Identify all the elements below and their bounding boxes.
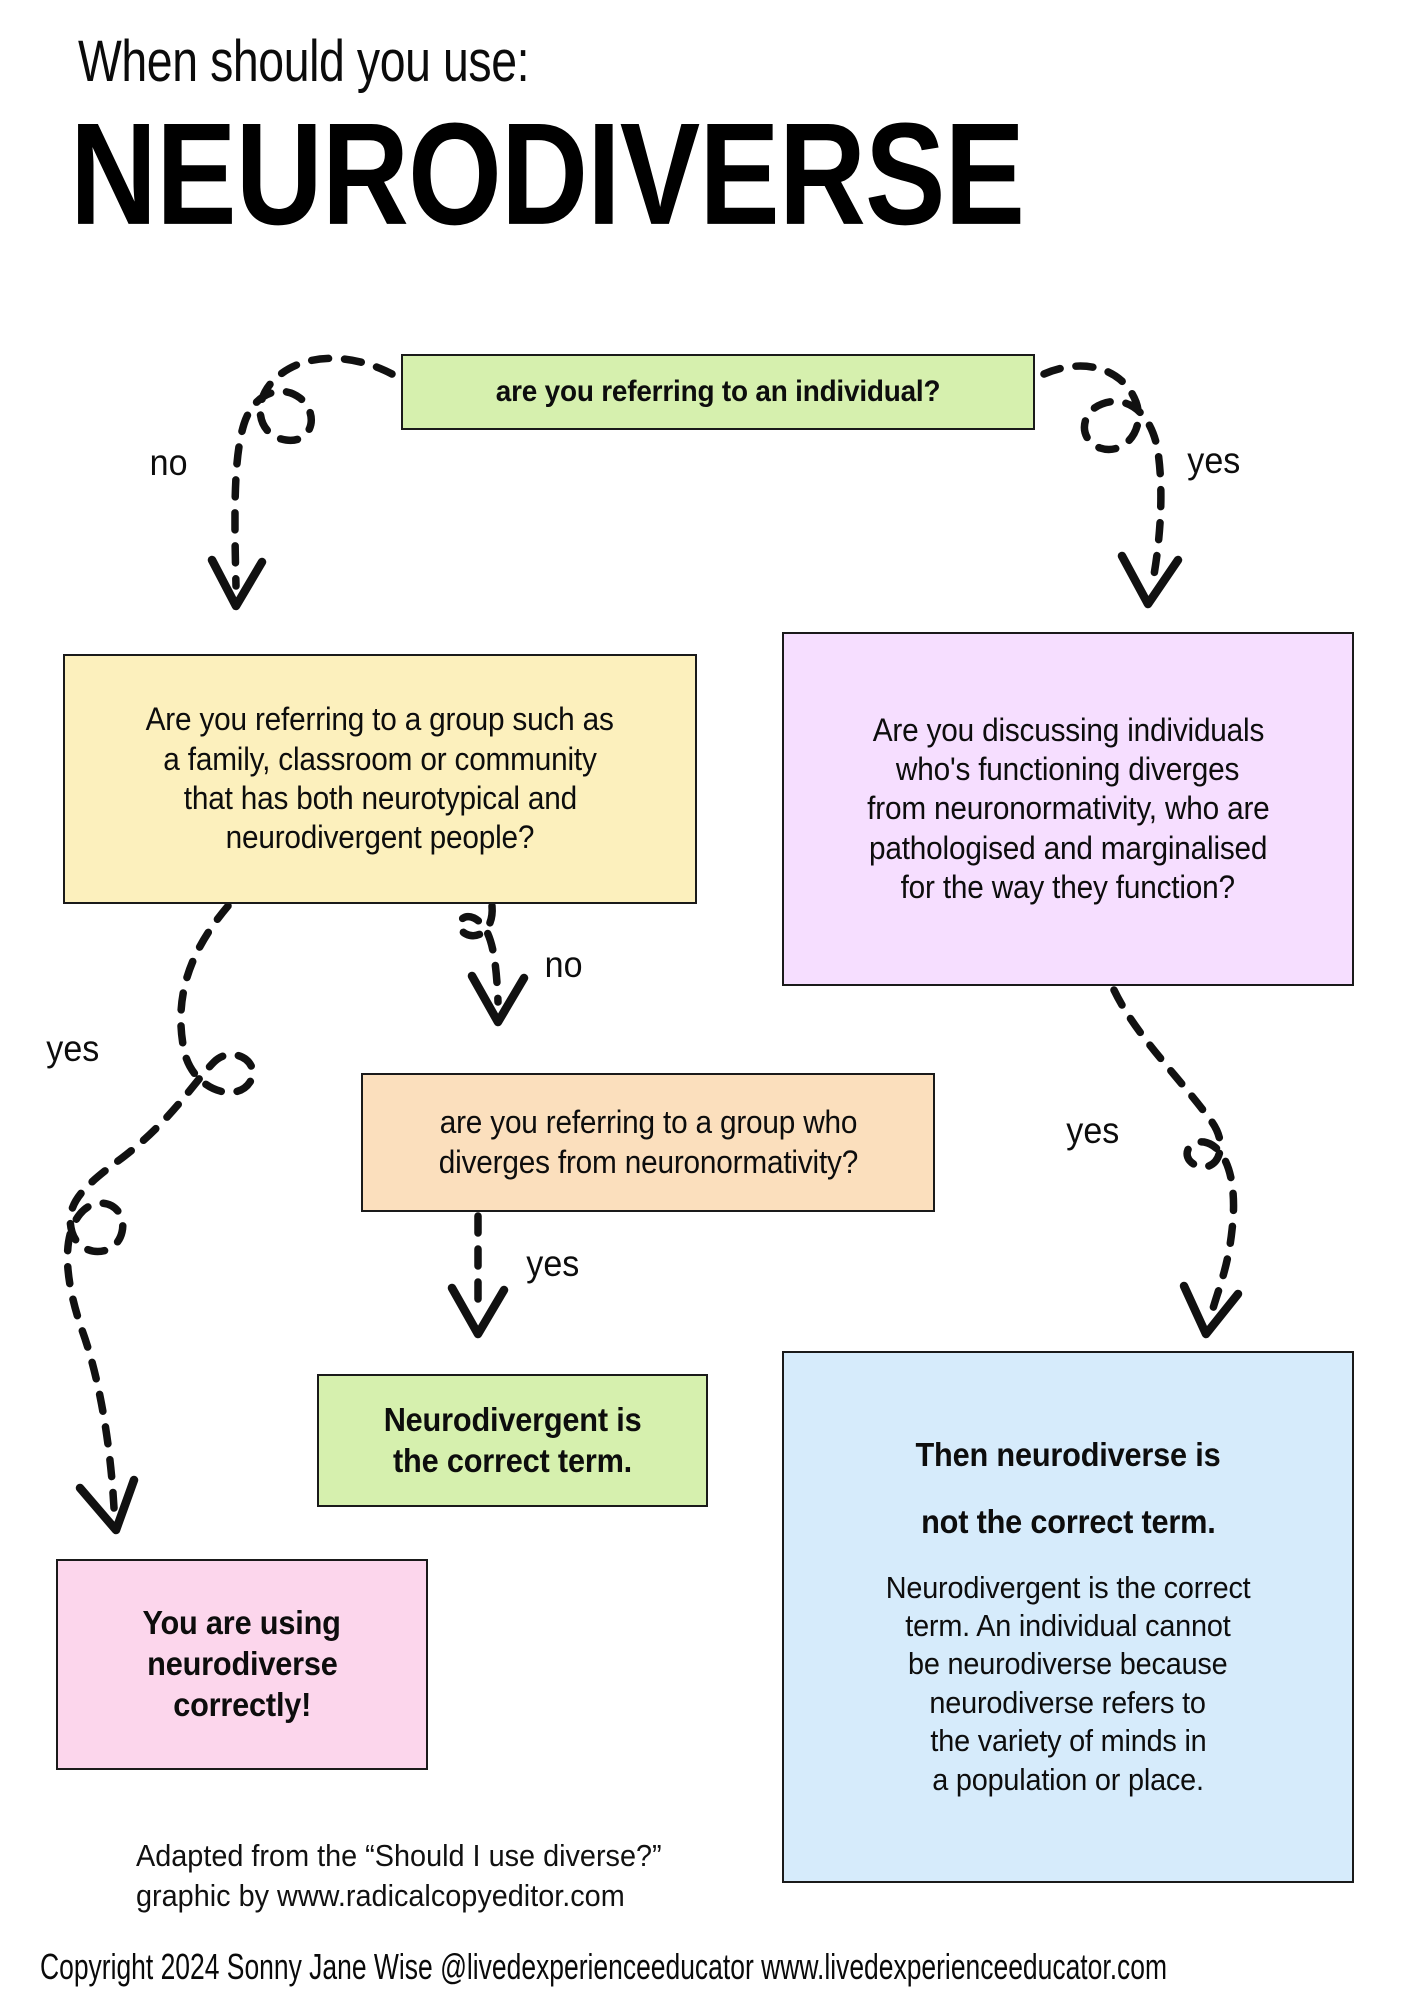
arrow-q2-no: [455, 902, 502, 1006]
box-text-line: Are you referring to a group such as: [145, 701, 615, 738]
box-text-line: the variety of minds in: [929, 1723, 1207, 1759]
arrowhead-q2-no: [467, 971, 529, 1027]
box-text-line: be neurodiverse because: [908, 1646, 1228, 1682]
box-text-line: for the way they function?: [900, 869, 1236, 906]
question-box-diverging-individual: Are you discussing individuals who's fun…: [782, 632, 1354, 986]
arrowhead-q3-yes: [1179, 1281, 1243, 1339]
copyright-line: Copyright 2024 Sonny Jane Wise @livedexp…: [40, 1946, 1168, 1987]
box-text-line: that has both neurotypical and: [183, 780, 577, 816]
arrowhead-q4-yes: [447, 1283, 509, 1339]
edge-label-no-1: no: [149, 442, 188, 483]
box-text-line: are you referring to an individual?: [495, 374, 941, 408]
box-text-line: from neuronormativity, who are: [866, 790, 1270, 827]
result-box-not-correct: Then neurodiverse is not the correct ter…: [782, 1351, 1354, 1883]
box-text-line: neurodivergent people?: [225, 819, 535, 856]
result-box-correct-usage: You are using neurodiverse correctly!: [56, 1559, 428, 1770]
arrow-q2-yes: [63, 902, 257, 1512]
page-title: NEURODIVERSE: [70, 93, 1025, 256]
arrow-q3-yes: [1110, 986, 1238, 1316]
box-heading-line: Then neurodiverse is: [915, 1435, 1221, 1473]
result-box-neurodivergent: Neurodivergent is the correct term.: [317, 1374, 708, 1507]
arrowhead-q2-yes: [75, 1475, 139, 1535]
question-box-mixed-group: Are you referring to a group such as a f…: [63, 654, 697, 904]
credit-line: Adapted from the “Should I use diverse?”: [136, 1838, 662, 1873]
credit-line: graphic by www.radicalcopyeditor.com: [136, 1878, 625, 1914]
question-box-diverging-group: are you referring to a group who diverge…: [361, 1073, 935, 1212]
box-text-line: who's functioning diverges: [896, 750, 1240, 787]
edge-label-yes-3: yes: [526, 1243, 580, 1284]
question-box-individual: are you referring to an individual?: [401, 354, 1035, 430]
box-text-line: term. An individual cannot: [905, 1608, 1231, 1644]
arrowhead-q1-yes: [1117, 551, 1183, 609]
arrow-q1-no: [231, 354, 396, 590]
arrow-q1-yes: [1040, 362, 1165, 590]
edge-label-no-2: no: [544, 944, 583, 985]
box-text-line: Neurodivergent is: [383, 1400, 642, 1438]
box-heading-line: not the correct term.: [920, 1502, 1216, 1540]
box-text-line: neurodiverse refers to: [929, 1684, 1207, 1720]
box-text-line: You are using: [142, 1604, 342, 1642]
title-kicker: When should you use:: [78, 29, 530, 94]
box-text-line: a family, classroom or community: [163, 740, 597, 777]
box-text-line: neurodiverse: [146, 1645, 338, 1683]
edge-label-yes-2: yes: [46, 1028, 100, 1069]
box-text-line: diverges from neuronormativity?: [438, 1143, 858, 1180]
arrowhead-q1-no: [207, 555, 267, 611]
box-text-line: Are you discussing individuals: [872, 711, 1264, 748]
box-text-line: Neurodivergent is the correct: [885, 1569, 1251, 1605]
box-text-line: a population or place.: [932, 1761, 1204, 1797]
source-credit: Adapted from the “Should I use diverse?”…: [136, 1836, 662, 1917]
edge-label-yes-4: yes: [1066, 1110, 1120, 1151]
box-text-line: pathologised and marginalised: [868, 829, 1268, 866]
box-text-line: are you referring to a group who: [439, 1104, 857, 1141]
box-text-line: the correct term.: [392, 1441, 633, 1479]
box-text-line: correctly!: [172, 1685, 312, 1723]
edge-label-yes-1: yes: [1187, 440, 1241, 481]
